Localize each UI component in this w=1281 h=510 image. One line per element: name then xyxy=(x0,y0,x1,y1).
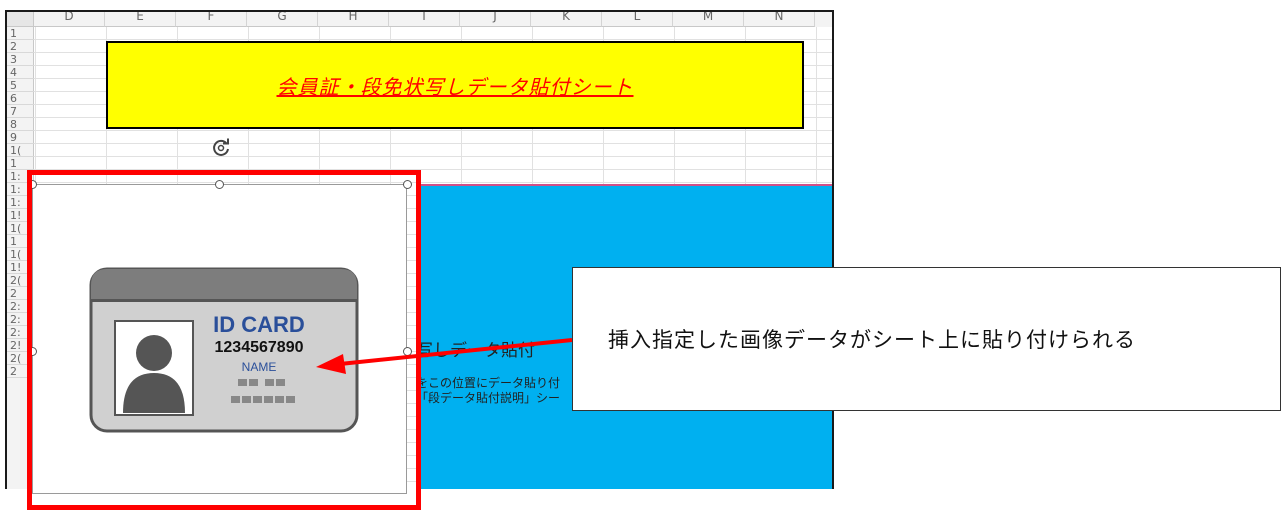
row-header[interactable]: 2( xyxy=(7,274,34,287)
id-card-name: NAME xyxy=(242,360,277,374)
column-header-h[interactable]: H xyxy=(318,12,389,27)
column-header-l[interactable]: L xyxy=(602,12,673,27)
row-header[interactable]: 1! xyxy=(7,261,34,274)
id-card-redacted-line-1 xyxy=(238,379,285,386)
row-header[interactable]: 1! xyxy=(7,209,34,222)
resize-handle-top-center[interactable] xyxy=(215,180,224,189)
column-header-d[interactable]: D xyxy=(34,12,105,27)
rotate-handle-icon[interactable] xyxy=(210,137,232,159)
row-header[interactable]: 1: xyxy=(7,196,34,209)
column-header-m[interactable]: M xyxy=(673,12,744,27)
id-card-title: ID CARD xyxy=(213,312,305,337)
row-header[interactable]: 5 xyxy=(7,79,34,92)
row-header[interactable]: 2: xyxy=(7,313,34,326)
row-header[interactable]: 1: xyxy=(7,170,34,183)
column-header-n[interactable]: N xyxy=(744,12,815,27)
id-card-number: 1234567890 xyxy=(215,339,304,356)
column-header-g[interactable]: G xyxy=(247,12,318,27)
row-header[interactable]: 2 xyxy=(7,365,34,378)
column-header-j[interactable]: J xyxy=(460,12,531,27)
blue-area-heading: 写しデータ貼付 xyxy=(416,341,535,361)
callout-text: 挿入指定した画像データがシート上に貼り付けられる xyxy=(608,328,1136,352)
resize-handle-top-right[interactable] xyxy=(403,180,412,189)
row-header[interactable]: 9 xyxy=(7,131,34,144)
row-header[interactable]: 2 xyxy=(7,287,34,300)
highlight-rectangle xyxy=(27,170,421,510)
row-header[interactable]: 7 xyxy=(7,105,34,118)
id-card-illustration: ID CARD 1234567890 NAME xyxy=(89,267,359,433)
column-header-k[interactable]: K xyxy=(531,12,602,27)
blue-area-line-2: 「段データ貼付説明」シー xyxy=(416,391,561,405)
column-header-e[interactable]: E xyxy=(105,12,176,27)
row-header[interactable]: 1( xyxy=(7,144,34,157)
sheet-title: 会員証・段免状写しデータ貼付シート xyxy=(276,74,634,99)
row-header[interactable]: 2( xyxy=(7,352,34,365)
row-header[interactable]: 8 xyxy=(7,118,34,131)
title-box[interactable]: 会員証・段免状写しデータ貼付シート xyxy=(106,41,804,129)
row-header[interactable]: 2: xyxy=(7,300,34,313)
row-header[interactable]: 2: xyxy=(7,326,34,339)
row-header[interactable]: 2! xyxy=(7,339,34,352)
row-header[interactable]: 1 xyxy=(7,27,34,40)
blue-area-line-1: をこの位置にデータ貼り付 xyxy=(416,376,561,390)
column-header-f[interactable]: F xyxy=(176,12,247,27)
row-header[interactable]: 1( xyxy=(7,248,34,261)
row-header[interactable]: 3 xyxy=(7,53,34,66)
callout-box: 挿入指定した画像データがシート上に貼り付けられる xyxy=(572,267,1281,411)
id-card-redacted-line-2 xyxy=(231,396,295,403)
row-header[interactable]: 6 xyxy=(7,92,34,105)
row-header[interactable]: 1: xyxy=(7,183,34,196)
inserted-image[interactable]: ID CARD 1234567890 NAME xyxy=(32,184,407,494)
row-header[interactable]: 1 xyxy=(7,157,34,170)
row-header[interactable]: 1( xyxy=(7,222,34,235)
select-all-corner[interactable] xyxy=(7,12,34,27)
row-header[interactable]: 2 xyxy=(7,40,34,53)
row-header[interactable]: 4 xyxy=(7,66,34,79)
row-header[interactable]: 1 xyxy=(7,235,34,248)
column-header-i[interactable]: I xyxy=(389,12,460,27)
